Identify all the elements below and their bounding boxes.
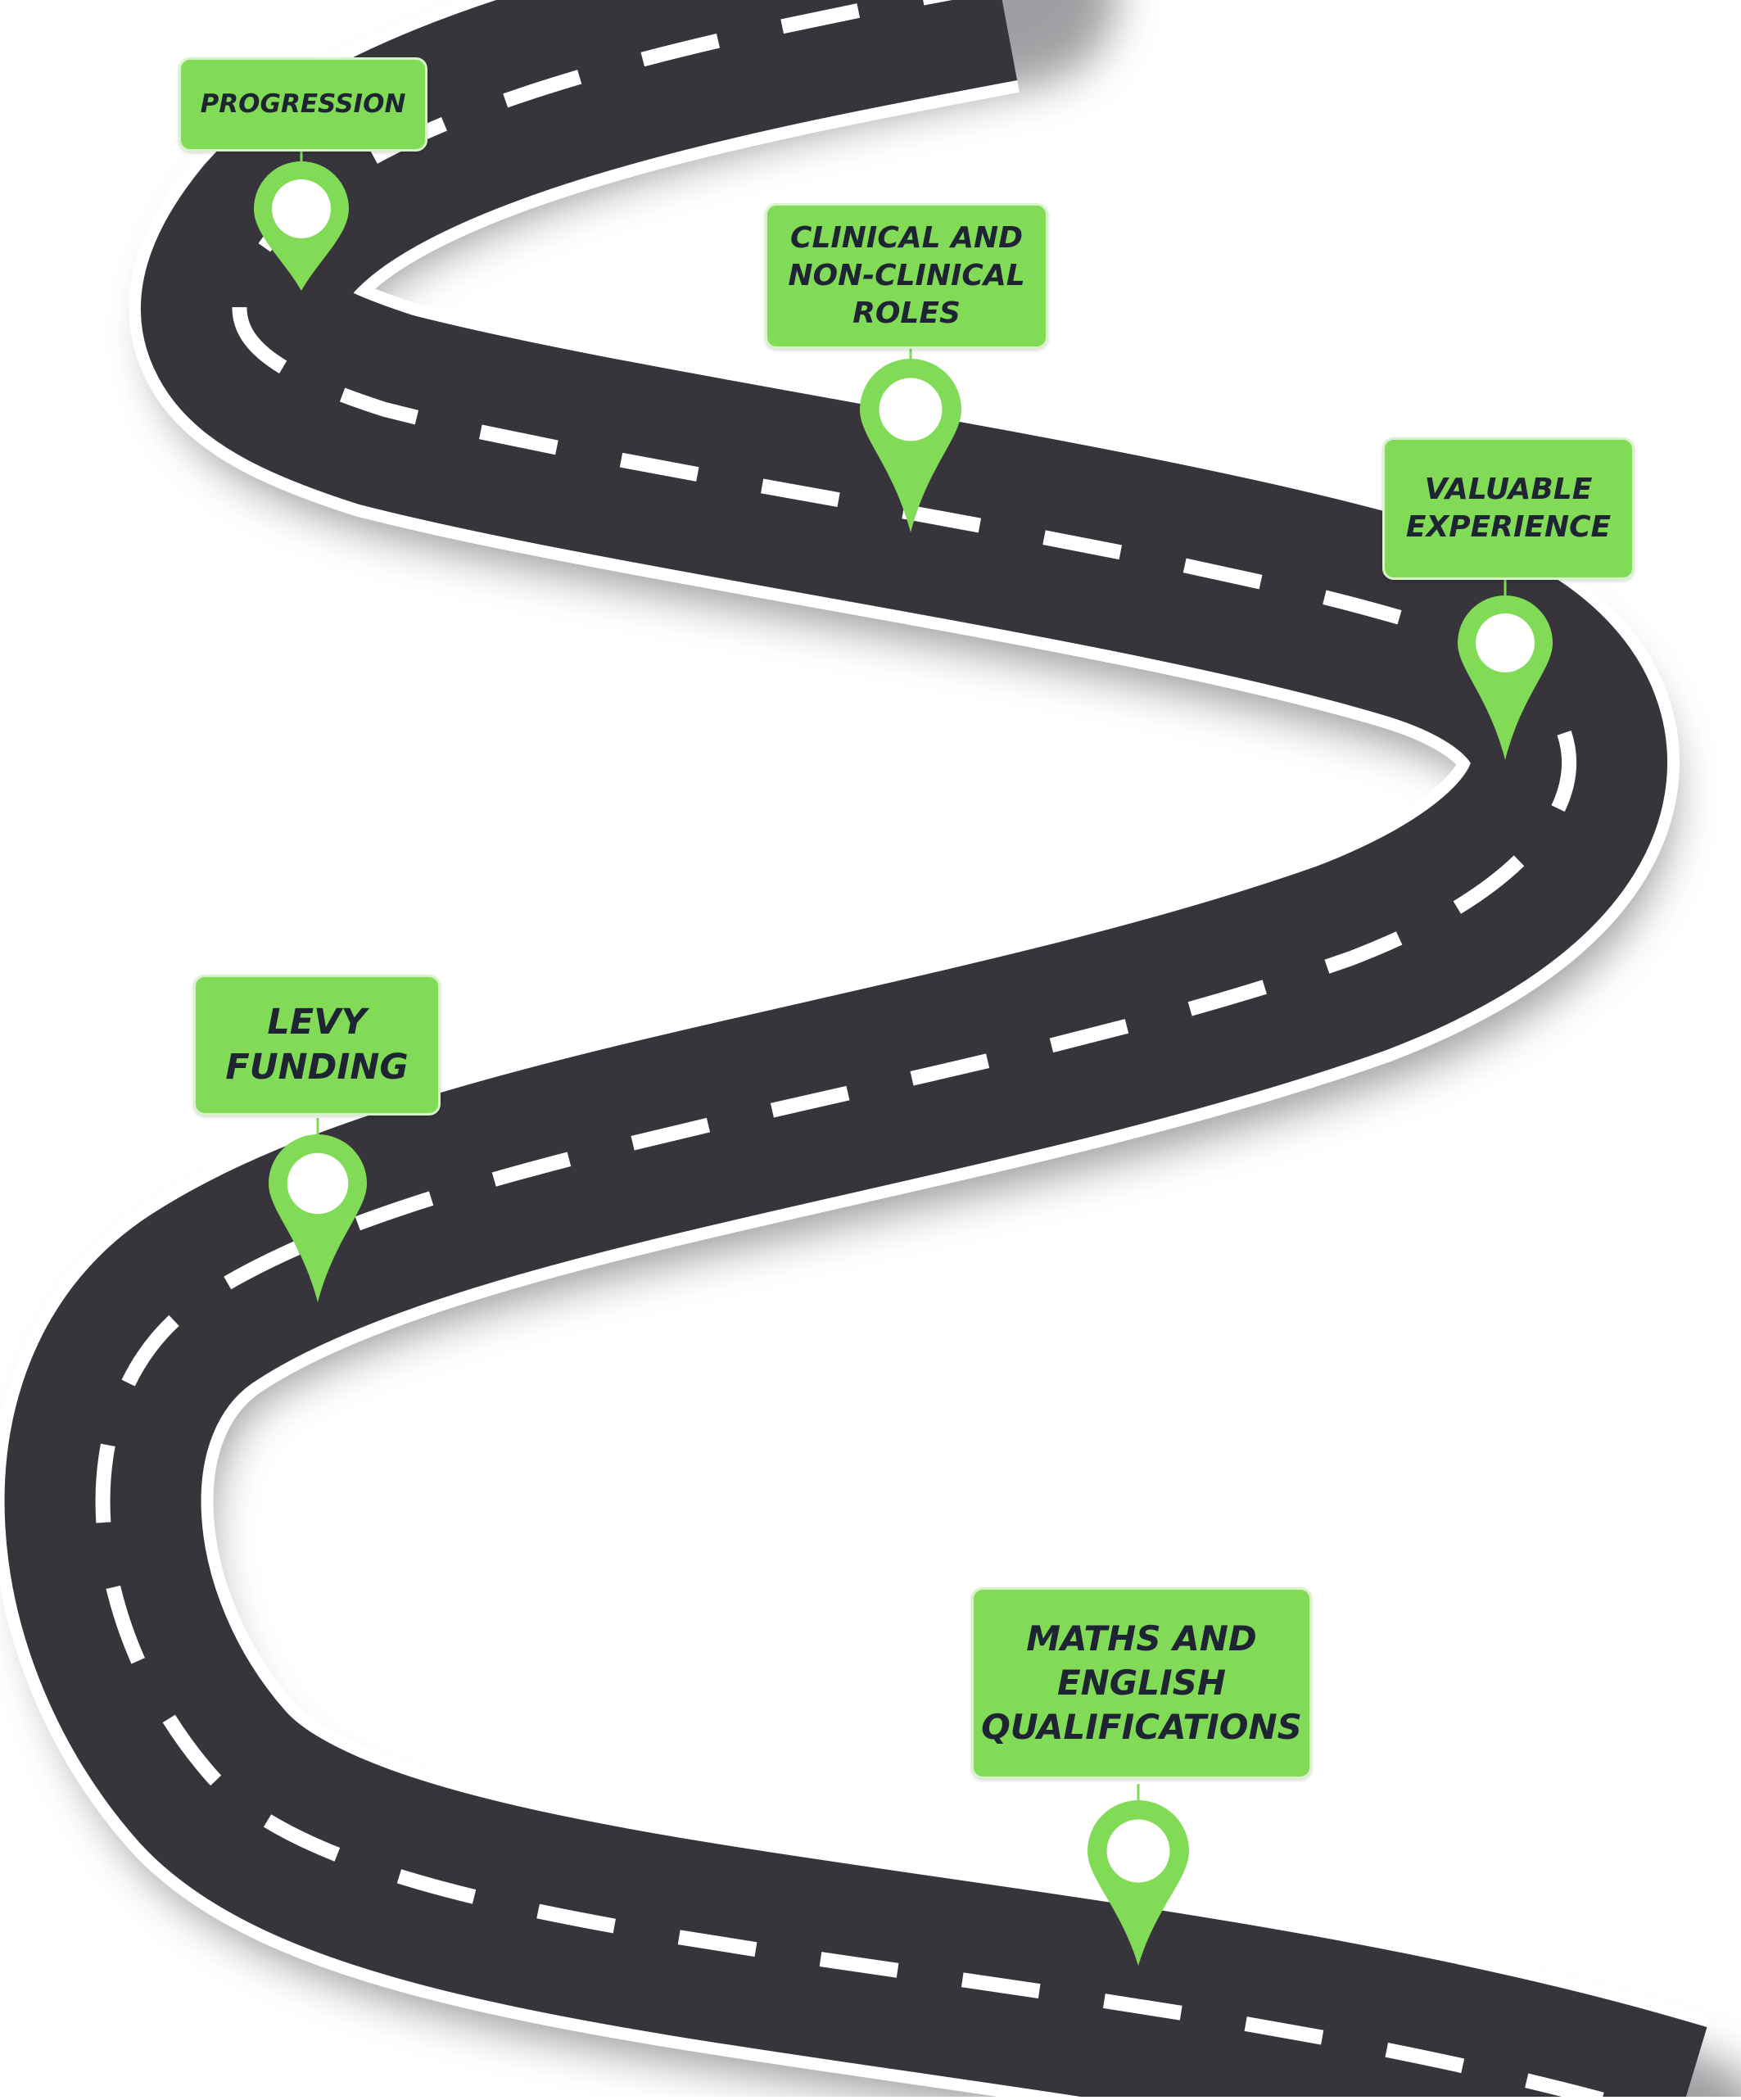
label-maths-english: MATHS AND ENGLISH QUALIFICATIONS [971,1587,1312,1779]
label-maths-english-text: MATHS AND ENGLISH QUALIFICATIONS [981,1618,1302,1747]
pin-levy-funding-icon [269,1118,367,1302]
pin-levy-funding-hole [287,1152,349,1215]
lane-markings [95,0,1632,2100]
pin-clinical-roles-icon [860,342,961,532]
label-valuable-experience-text: VALUABLE EXPERIENCE [1405,472,1612,544]
label-progression-text: PROGRESSION [200,88,406,119]
pin-valuable-experience-hole [1476,613,1535,672]
label-clinical-roles-text: CLINICAL AND NON-CLINICAL ROLES [788,220,1025,331]
label-progression: PROGRESSION [179,57,427,152]
pin-maths-english-icon [1088,1784,1189,1966]
pin-clinical-roles-hole [879,378,943,441]
label-clinical-roles: CLINICAL AND NON-CLINICAL ROLES [765,203,1048,349]
pin-maths-english-hole [1106,1819,1170,1883]
label-levy-funding-text: LEVY FUNDING [225,1001,409,1088]
pin-valuable-experience-icon [1458,579,1553,760]
label-levy-funding: LEVY FUNDING [193,975,441,1116]
pin-progression-hole [272,179,331,238]
label-valuable-experience: VALUABLE EXPERIENCE [1382,437,1635,580]
